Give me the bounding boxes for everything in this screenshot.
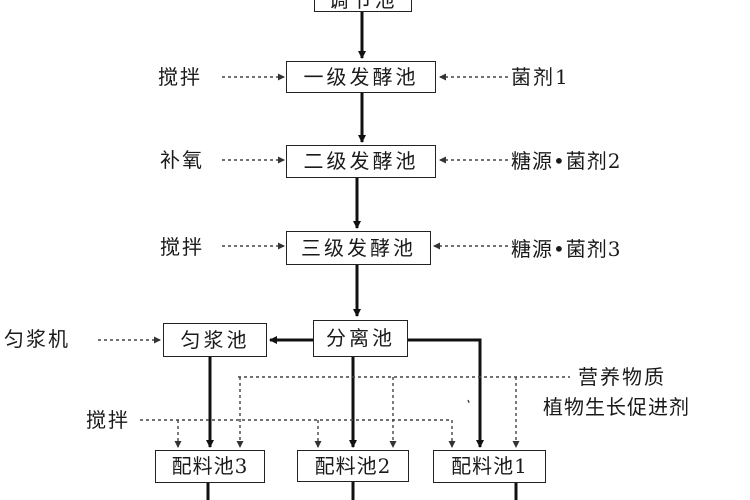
label-nutrients: 营养物质 [578, 365, 666, 389]
label-stir-bottom: 搅拌 [86, 408, 130, 432]
label-sugar-bacteria-2: 糖源•菌剂2 [511, 149, 622, 173]
label-homogenizer: 匀浆机 [4, 327, 70, 351]
label-stir-3: 搅拌 [160, 235, 204, 259]
node-homogenize-tank: 匀浆池 [163, 323, 267, 357]
node-ferment-1: 一级发酵池 [286, 61, 436, 93]
node-ferment-3: 三级发酵池 [286, 231, 431, 265]
node-mix-tank-1: 配料池1 [433, 450, 546, 483]
label-bacteria-1: 菌剂1 [511, 65, 570, 89]
label-sugar-bacteria-3: 糖源•菌剂3 [511, 237, 622, 261]
node-regulating-tank: 调节池 [314, 0, 412, 12]
arrow-separation-to-mix1 [408, 338, 484, 448]
label-stir-1: 搅拌 [158, 65, 202, 89]
node-separation-tank: 分离池 [313, 320, 408, 357]
node-mix-tank-3: 配料池3 [155, 450, 265, 483]
label-oxygen: 补氧 [160, 148, 204, 172]
node-mix-tank-2: 配料池2 [297, 450, 409, 482]
label-growth-promoter: 植物生长促进剂 [543, 395, 690, 419]
node-ferment-2: 二级发酵池 [286, 145, 436, 178]
